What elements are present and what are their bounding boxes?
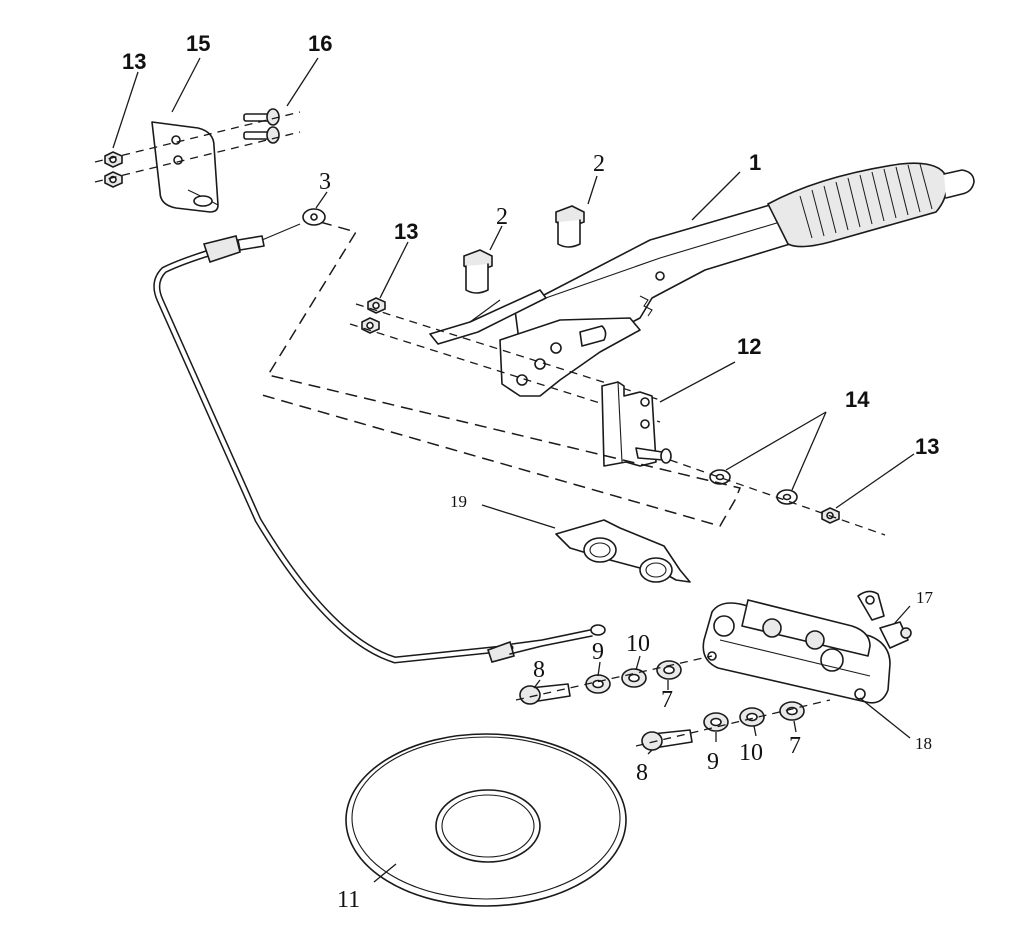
bolt-2-left xyxy=(463,249,493,294)
washer-10-lower xyxy=(739,707,765,727)
brake-cable-3 xyxy=(153,208,606,664)
bracket-12 xyxy=(601,381,672,467)
callout-9-lower: 9 xyxy=(707,749,719,775)
callout-10-upper: 10 xyxy=(626,631,650,657)
callout-18: 18 xyxy=(915,734,932,753)
callout-1: 1 xyxy=(749,150,761,175)
brake-disc-11 xyxy=(345,733,627,907)
pin-8-lower xyxy=(641,729,693,751)
callout-13-middle: 13 xyxy=(394,219,418,244)
axis-line-mid-1 xyxy=(355,303,661,401)
spring-clip-19 xyxy=(555,519,691,583)
callout-10-lower: 10 xyxy=(739,740,763,766)
callout-13-upper-left: 13 xyxy=(122,49,146,74)
callout-15: 15 xyxy=(186,31,210,56)
callout-7-lower: 7 xyxy=(789,733,801,759)
washer-9-lower xyxy=(703,712,729,732)
callout-3: 3 xyxy=(319,169,331,195)
bracket-15 xyxy=(151,121,219,213)
callout-labels: 15 16 13 3 13 2 2 1 12 14 13 19 17 9 10 … xyxy=(122,31,939,913)
callout-9-upper: 9 xyxy=(592,639,604,665)
callout-11: 11 xyxy=(337,887,360,913)
handbrake-lever-1 xyxy=(429,162,975,397)
washer-14-a xyxy=(709,469,731,485)
washer-7-upper xyxy=(656,660,682,680)
adjuster-17 xyxy=(857,590,912,649)
bolt-16 xyxy=(243,108,280,144)
assembly-dashed-outline xyxy=(261,221,742,527)
axis-line-right xyxy=(669,459,886,536)
callout-2-right: 2 xyxy=(593,151,605,177)
washer-7-lower xyxy=(779,701,805,721)
nut-13-upper-left xyxy=(104,151,123,188)
callout-12: 12 xyxy=(737,334,761,359)
axis-line-pins-upper xyxy=(515,655,713,701)
callout-17: 17 xyxy=(916,588,934,607)
nut-13-middle xyxy=(361,297,386,334)
leader-lines xyxy=(112,57,915,883)
callout-19: 19 xyxy=(450,492,467,511)
callout-8-lower: 8 xyxy=(636,760,648,786)
washer-14-b xyxy=(776,489,798,505)
callout-2-left: 2 xyxy=(496,204,508,230)
callout-16: 16 xyxy=(308,31,332,56)
callout-13-right: 13 xyxy=(915,434,939,459)
callout-7-upper: 7 xyxy=(661,687,673,713)
callout-14: 14 xyxy=(845,387,870,412)
washer-10-upper xyxy=(621,668,647,688)
brake-caliper-18 xyxy=(702,599,891,704)
axis-line-upper-1 xyxy=(94,111,301,163)
axis-line-pins-lower xyxy=(635,699,831,747)
axis-line-upper-2 xyxy=(94,131,301,183)
bolt-2-right xyxy=(555,205,585,248)
callout-8-upper: 8 xyxy=(533,657,545,683)
